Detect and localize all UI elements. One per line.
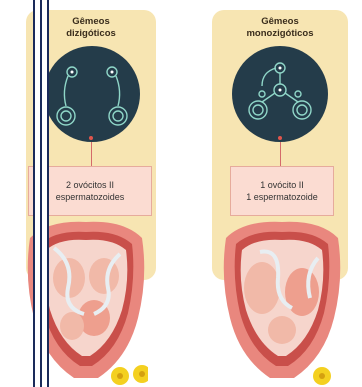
dizygotic-info-line2: espermatozoides xyxy=(56,191,125,203)
dizygotic-pointer-line xyxy=(91,142,92,166)
dizygotic-pointer-dot xyxy=(89,136,93,140)
monozygotic-uterus-illustration xyxy=(220,218,344,387)
monozygotic-pointer-dot xyxy=(278,136,282,140)
monozygotic-embryo-icon xyxy=(232,46,328,142)
monozygotic-info-box: 1 ovócito II 1 espermatozoide xyxy=(230,166,334,216)
monozygotic-pointer-line xyxy=(280,142,281,166)
dizygotic-embryo-diagram xyxy=(44,46,140,142)
monozygotic-title: Gêmeos monozigóticos xyxy=(212,16,348,40)
monozygotic-title-line2: monozigóticos xyxy=(212,28,348,40)
monozygotic-title-line1: Gêmeos xyxy=(212,16,348,28)
dizygotic-info-line1: 2 ovócitos II xyxy=(66,179,114,191)
monozygotic-info-line1: 1 ovócito II xyxy=(260,179,304,191)
monozygotic-embryo-diagram xyxy=(232,46,328,142)
monozygotic-info-line2: 1 espermatozoide xyxy=(246,191,318,203)
book-binding-line xyxy=(40,0,42,387)
dizygotic-embryo-icon xyxy=(44,46,140,142)
